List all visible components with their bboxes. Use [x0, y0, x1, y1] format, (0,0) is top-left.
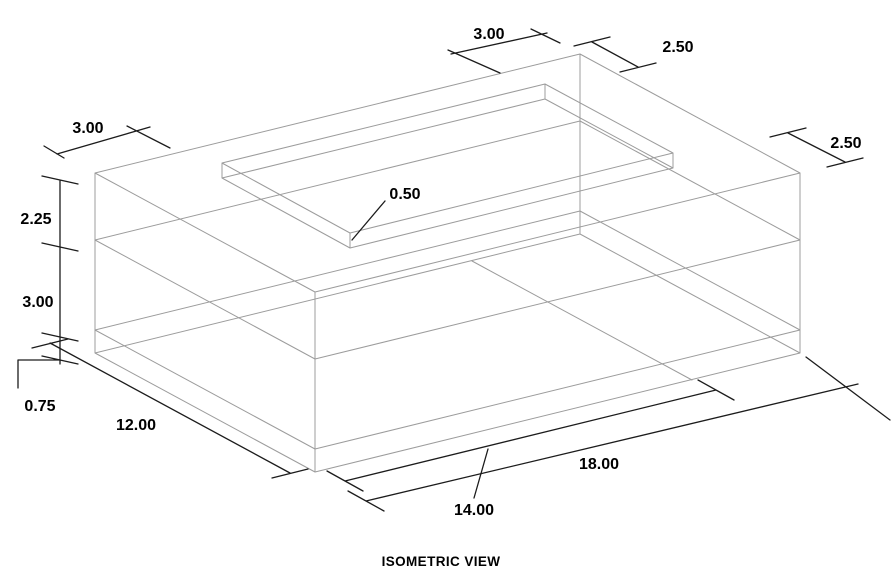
dim-top-right-2.50-lines — [573, 36, 657, 73]
dim-label-pad-offset-back: 3.00 — [473, 26, 504, 43]
dim-label-pad-offset-left: 3.00 — [72, 120, 103, 137]
leader-0.50-line — [351, 200, 386, 241]
top-pad-edges — [221, 83, 674, 249]
dim-12.00-lines — [31, 338, 309, 479]
dim-14.00-lines — [326, 379, 735, 499]
lower-seam-edges — [94, 210, 801, 450]
dim-label-back-depth-offset: 2.50 — [662, 39, 693, 56]
dim-height-stack-lines — [17, 175, 79, 389]
model-wireframe — [94, 53, 801, 473]
dim-label-upper-height: 2.25 — [20, 211, 51, 228]
dim-right-2.50-lines — [769, 127, 864, 168]
outer-block-edges — [94, 53, 801, 473]
dim-top-3.00-lines — [447, 28, 561, 74]
dim-18.00-lines — [347, 356, 891, 512]
dim-label-pad-thickness: 0.50 — [389, 186, 420, 203]
dim-label-front-depth-offset: 2.50 — [830, 135, 861, 152]
dim-label-middle-height: 3.00 — [22, 294, 53, 311]
dimension-labels: 3.00 2.50 3.00 2.25 3.00 0.75 2.50 0.50 … — [18, 24, 864, 522]
dimension-graphics — [17, 28, 891, 512]
bottom-seam-edge — [471, 260, 693, 381]
dim-label-overall-width: 12.00 — [116, 417, 156, 434]
dim-left-3.00-lines — [43, 125, 171, 159]
view-title: ISOMETRIC VIEW — [382, 554, 501, 569]
dim-label-overall-length: 18.00 — [579, 456, 619, 473]
dim-label-base-height: 0.75 — [24, 398, 55, 415]
dim-label-bottom-feature-length: 14.00 — [454, 502, 494, 519]
upper-seam-edges — [94, 120, 801, 360]
